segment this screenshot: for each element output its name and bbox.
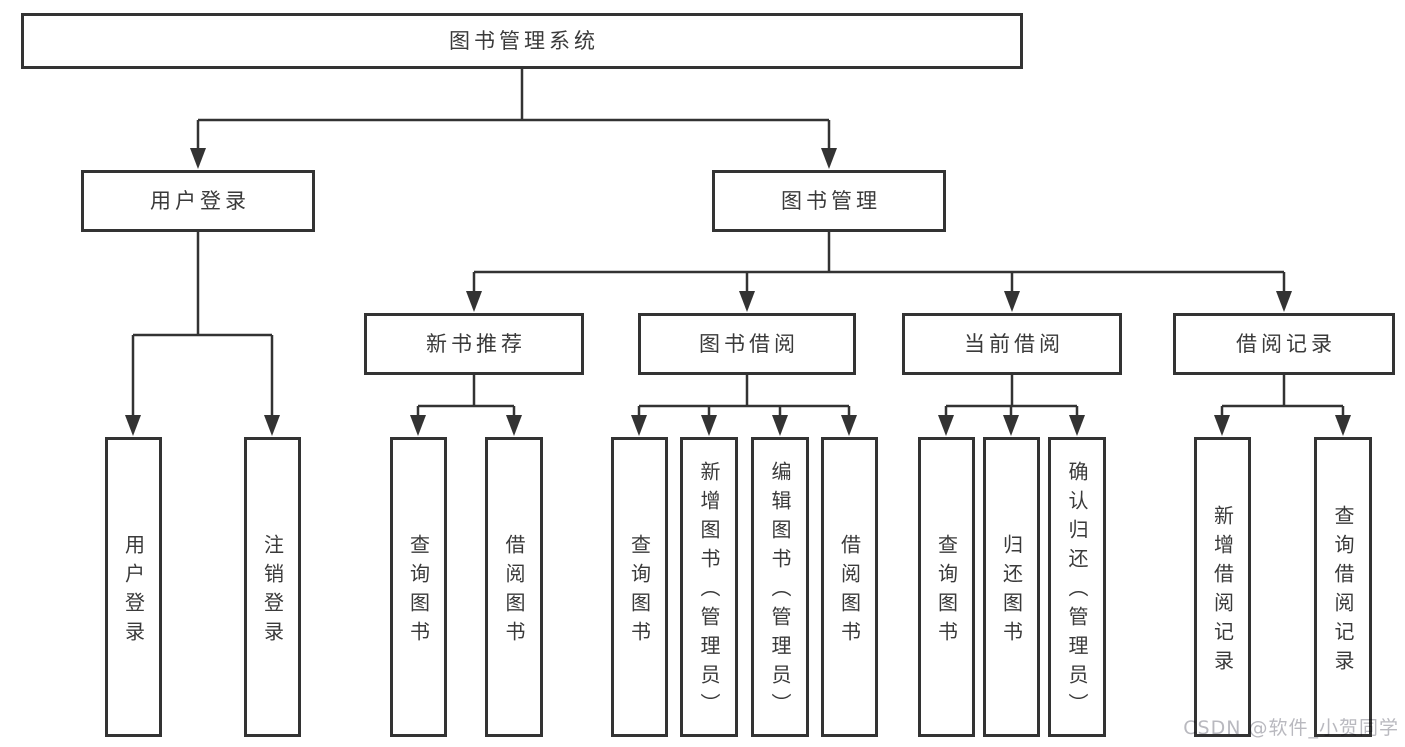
node-label: 图书管理系统 — [449, 28, 599, 53]
node-user-login: 用户登录 — [81, 170, 315, 232]
node-label: 新书推荐 — [426, 331, 526, 356]
node-label: 新增图书（管理员） — [697, 461, 721, 722]
leaf-query-books-current: 查询图书 — [918, 437, 975, 737]
node-label: 查询图书 — [934, 533, 959, 650]
arrowhead-icon — [1003, 415, 1019, 436]
node-book-borrowing: 图书借阅 — [638, 313, 856, 375]
arrowhead-icon — [410, 415, 426, 436]
node-label: 归还图书 — [999, 533, 1024, 650]
arrowhead-icon — [506, 415, 522, 436]
leaf-logout: 注销登录 — [244, 437, 301, 737]
arrowhead-icon — [1214, 415, 1230, 436]
leaf-query-books-borrowing: 查询图书 — [611, 437, 668, 737]
node-label: 当前借阅 — [964, 331, 1064, 356]
node-library-management-system: 图书管理系统 — [21, 13, 1023, 69]
arrowhead-icon — [466, 291, 482, 312]
leaf-add-books-admin: 新增图书（管理员） — [680, 437, 738, 737]
arrowhead-icon — [1069, 415, 1085, 436]
arrowhead-icon — [938, 415, 954, 436]
node-label: 图书管理 — [781, 188, 881, 213]
arrowhead-icon — [190, 148, 206, 169]
node-label: 确认归还（管理员） — [1065, 461, 1089, 722]
arrowhead-icon — [739, 291, 755, 312]
leaf-borrow-books-newbook: 借阅图书 — [485, 437, 543, 737]
leaf-query-books-newbook: 查询图书 — [390, 437, 447, 737]
arrowhead-icon — [631, 415, 647, 436]
arrowhead-icon — [125, 415, 141, 436]
leaf-return-books: 归还图书 — [983, 437, 1040, 737]
node-borrowing-records: 借阅记录 — [1173, 313, 1395, 375]
node-label: 借阅图书 — [502, 533, 526, 650]
node-label: 借阅图书 — [837, 533, 862, 650]
node-label: 编辑图书（管理员） — [768, 461, 792, 722]
arrowhead-icon — [701, 415, 717, 436]
arrowhead-icon — [772, 415, 788, 436]
arrowhead-icon — [1004, 291, 1020, 312]
node-label: 查询图书 — [627, 533, 652, 650]
node-book-management: 图书管理 — [712, 170, 946, 232]
node-label: 用户登录 — [121, 533, 146, 650]
leaf-edit-books-admin: 编辑图书（管理员） — [751, 437, 809, 737]
node-label: 注销登录 — [260, 533, 285, 650]
arrowhead-icon — [841, 415, 857, 436]
node-label: 借阅记录 — [1236, 331, 1336, 356]
arrowhead-icon — [1276, 291, 1292, 312]
node-label: 图书借阅 — [699, 331, 799, 356]
leaf-confirm-return-admin: 确认归还（管理员） — [1048, 437, 1106, 737]
csdn-watermark: CSDN @软件_小贺同学 — [1183, 717, 1399, 739]
leaf-user-login: 用户登录 — [105, 437, 162, 737]
arrowhead-icon — [1335, 415, 1351, 436]
node-new-book-recommendation: 新书推荐 — [364, 313, 584, 375]
arrowhead-icon — [821, 148, 837, 169]
node-label: 新增借阅记录 — [1210, 504, 1235, 679]
node-label: 用户登录 — [150, 188, 250, 213]
arrowhead-icon — [264, 415, 280, 436]
node-label: 查询借阅记录 — [1331, 504, 1355, 679]
leaf-query-borrow-record: 查询借阅记录 — [1314, 437, 1372, 737]
node-label: 查询图书 — [406, 533, 431, 650]
leaf-borrow-books-borrowing: 借阅图书 — [821, 437, 878, 737]
node-current-borrowing: 当前借阅 — [902, 313, 1122, 375]
leaf-add-borrow-record: 新增借阅记录 — [1194, 437, 1251, 737]
